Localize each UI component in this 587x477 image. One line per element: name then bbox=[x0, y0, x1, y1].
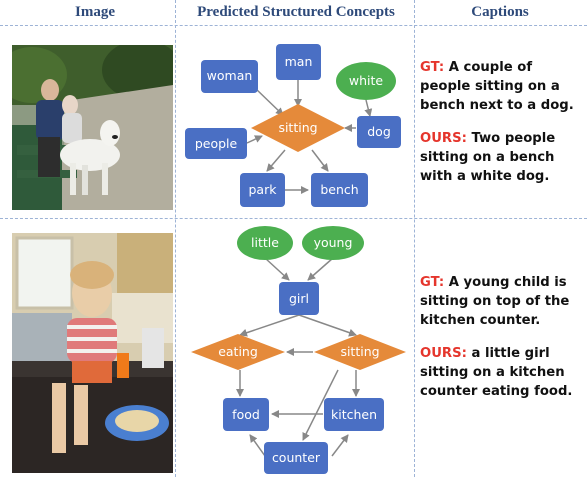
ours-caption: OURS: Two people sitting on a bench with… bbox=[420, 129, 582, 186]
node-counter: counter bbox=[264, 442, 328, 474]
gt-caption: GT: A couple of people sitting on a benc… bbox=[420, 58, 582, 115]
concept-graph-1: man woman white sitting people dog park … bbox=[185, 44, 401, 207]
gt-label: GT: bbox=[420, 60, 445, 75]
svg-text:kitchen: kitchen bbox=[331, 407, 377, 422]
column-divider-2 bbox=[414, 0, 415, 477]
svg-text:white: white bbox=[349, 73, 384, 88]
node-little: little bbox=[237, 226, 293, 260]
header-image: Image bbox=[75, 4, 115, 20]
row-divider bbox=[0, 218, 587, 219]
svg-text:counter: counter bbox=[272, 450, 321, 465]
captions-row-2: GT: A young child is sitting on top of t… bbox=[420, 273, 582, 415]
node-young: young bbox=[302, 226, 364, 260]
ours-text: Two people sitting on a bench with a whi… bbox=[420, 131, 556, 184]
svg-text:young: young bbox=[314, 235, 353, 250]
node-sitting: sitting bbox=[314, 334, 406, 370]
column-divider-1 bbox=[175, 0, 176, 477]
svg-text:dog: dog bbox=[367, 124, 391, 139]
ours-text: a little girl sitting on a kitchen count… bbox=[420, 346, 573, 399]
header-captions: Captions bbox=[471, 4, 529, 20]
svg-text:sitting: sitting bbox=[278, 120, 317, 135]
svg-text:man: man bbox=[285, 54, 313, 69]
ours-label: OURS: bbox=[420, 131, 467, 146]
svg-text:food: food bbox=[232, 407, 260, 422]
svg-text:people: people bbox=[195, 136, 238, 151]
node-girl: girl bbox=[279, 282, 319, 315]
node-eating: eating bbox=[191, 334, 285, 370]
ours-label: OURS: bbox=[420, 346, 467, 361]
header-concepts: Predicted Structured Concepts bbox=[197, 4, 395, 20]
captions-row-1: GT: A couple of people sitting on a benc… bbox=[420, 58, 582, 200]
node-food: food bbox=[223, 398, 269, 431]
node-people: people bbox=[185, 128, 247, 159]
svg-text:eating: eating bbox=[218, 344, 258, 359]
photo-girl-kitchen-counter bbox=[12, 233, 173, 473]
svg-text:little: little bbox=[251, 235, 279, 250]
node-sitting: sitting bbox=[251, 104, 345, 152]
concept-graph-2: little young girl eating sitting food ki… bbox=[191, 226, 406, 474]
svg-text:woman: woman bbox=[207, 68, 253, 83]
gt-label: GT: bbox=[420, 275, 445, 290]
node-kitchen: kitchen bbox=[324, 398, 384, 431]
svg-text:park: park bbox=[249, 182, 278, 197]
svg-text:sitting: sitting bbox=[340, 344, 379, 359]
node-park: park bbox=[240, 173, 285, 207]
node-woman: woman bbox=[201, 60, 258, 93]
node-man: man bbox=[276, 44, 321, 80]
node-dog: dog bbox=[357, 116, 401, 148]
photo-park-people-white-dog bbox=[12, 45, 173, 210]
ours-caption: OURS: a little girl sitting on a kitchen… bbox=[420, 344, 582, 401]
gt-text: A couple of people sitting on a bench ne… bbox=[420, 60, 574, 113]
header-divider bbox=[0, 25, 587, 26]
svg-text:bench: bench bbox=[320, 182, 358, 197]
gt-caption: GT: A young child is sitting on top of t… bbox=[420, 273, 582, 330]
node-white: white bbox=[336, 62, 396, 100]
gt-text: A young child is sitting on top of the k… bbox=[420, 275, 570, 328]
svg-text:girl: girl bbox=[289, 291, 309, 306]
node-bench: bench bbox=[311, 173, 368, 207]
